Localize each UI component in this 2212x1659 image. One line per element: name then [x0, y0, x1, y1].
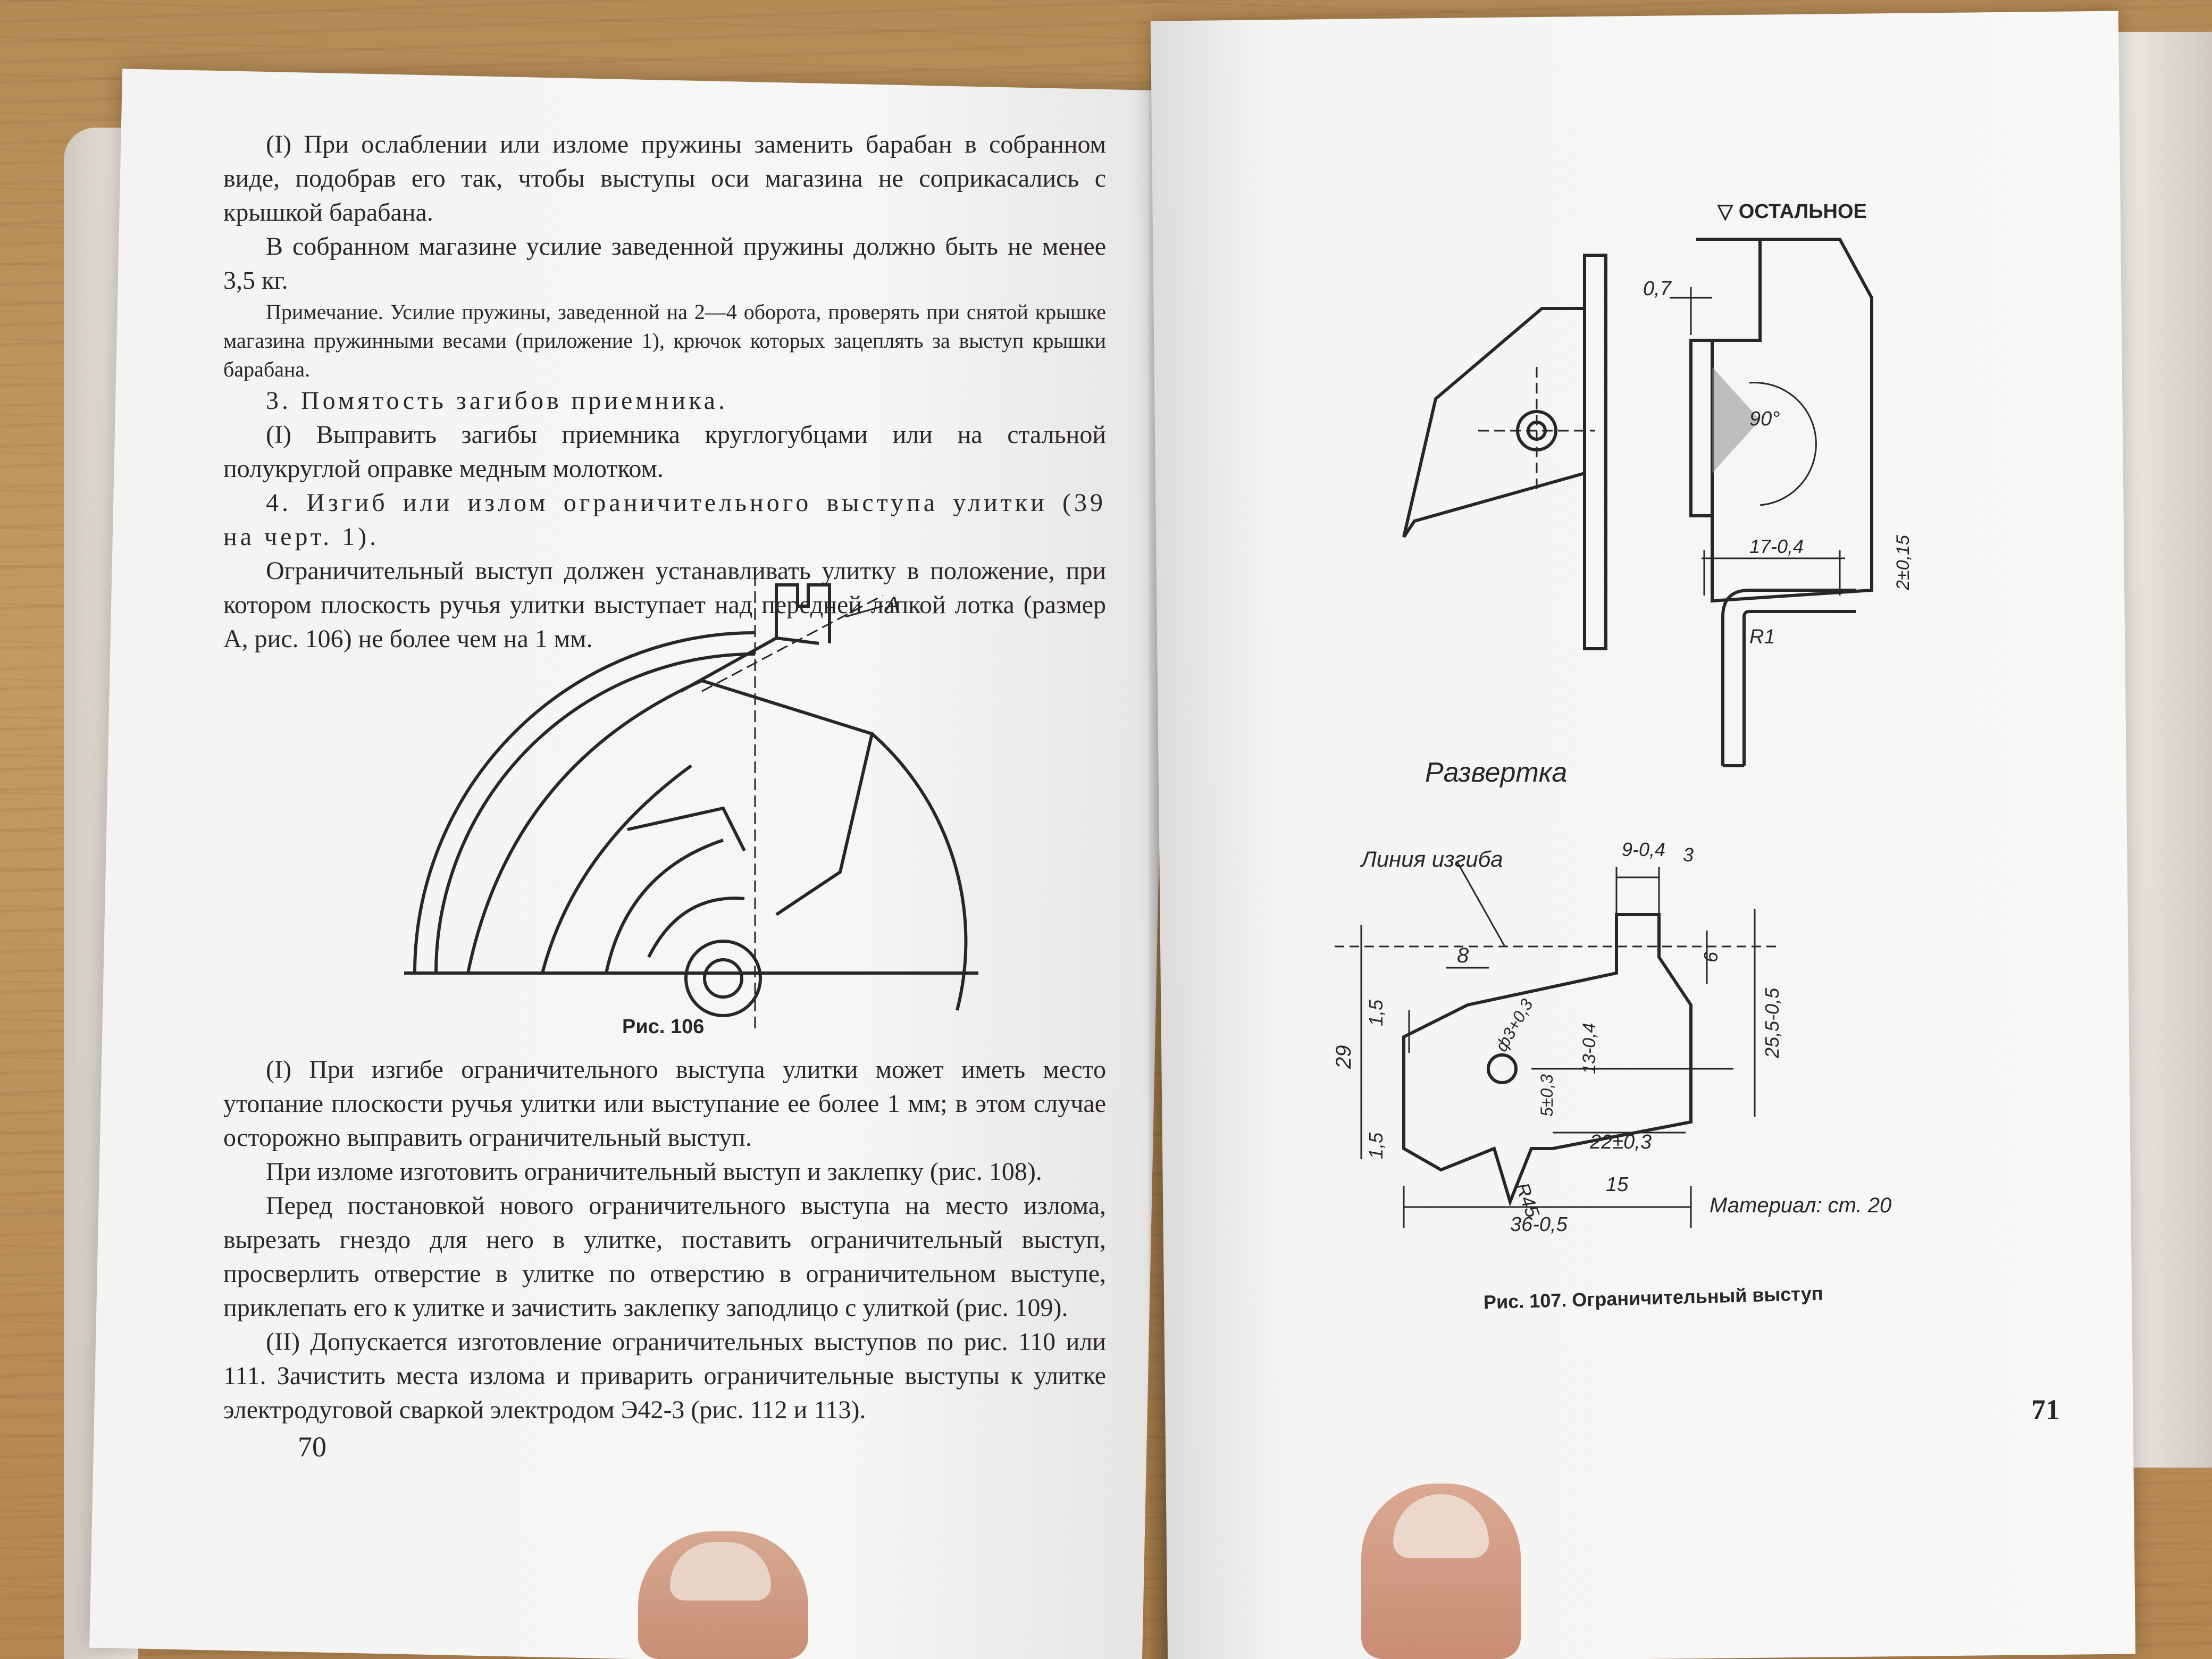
- figure-106-caption: Рис. 106: [622, 1016, 705, 1038]
- dim-36: 36-0,5: [1510, 1213, 1568, 1236]
- paragraph: В собранном магазине усилие заведенной п…: [223, 232, 1106, 295]
- dim-25-5: 25,5-0,5: [1761, 987, 1783, 1059]
- paragraph: (II) Допускается изготовление ограничите…: [223, 1328, 1106, 1424]
- dim-2: 2±0,15: [1893, 535, 1913, 591]
- dim-6: 6: [1700, 951, 1722, 962]
- dim-15: 15: [1606, 1174, 1629, 1196]
- left-thumbnail-nail: [670, 1542, 771, 1601]
- dim-8: 8: [1457, 944, 1469, 967]
- figure-107-drawing: ▽ ОСТАЛЬНОЕ 90° 0,7 17-0,4 2±0,15 R1 Раз…: [1332, 200, 1913, 1236]
- paragraph: Перед постановкой нового ограничительног…: [223, 1192, 1106, 1322]
- dim-1-5-top: 1,5: [1365, 999, 1387, 1026]
- material-label: Материал: ст. 20: [1710, 1194, 1891, 1217]
- paragraph: (I) При ослаблении или изломе пружины за…: [223, 130, 1106, 227]
- dim-1-5-bottom: 1,5: [1365, 1132, 1387, 1159]
- dim-5: 5±0,3: [1537, 1074, 1556, 1117]
- note-paragraph: Примечание. Усилие пружины, заведенной н…: [223, 300, 1106, 381]
- dim-hole: ф3+0,3: [1492, 995, 1537, 1054]
- page-number-right: 71: [2031, 1394, 2060, 1426]
- left-page-text-top: (I) При ослаблении или изломе пружины за…: [223, 128, 1106, 656]
- section-heading: 4. Изгиб или излом ограничительного выст…: [223, 489, 1106, 551]
- section-heading: 3. Помятость загибов приемника.: [266, 387, 728, 415]
- figure-106-label-a: А: [884, 593, 900, 616]
- bend-line-label: Линия изгиба: [1360, 847, 1503, 872]
- dim-13: 13-0,4: [1579, 1023, 1599, 1074]
- dim-29: 29: [1332, 1045, 1355, 1070]
- dim-07: 0,7: [1643, 278, 1672, 300]
- roughness-note: ▽ ОСТАЛЬНОЕ: [1717, 200, 1867, 223]
- paragraph: (I) Выправить загибы приемника круглогуб…: [223, 421, 1106, 483]
- figure-106-drawing: А: [404, 574, 978, 1032]
- dim-22: 22±0,3: [1589, 1131, 1652, 1153]
- dim-r1: R1: [1749, 626, 1775, 648]
- paragraph: Ограничительный выступ должен устанавлив…: [223, 557, 1106, 653]
- paragraph: (I) При изгибе ограничительного выступа …: [223, 1055, 1106, 1152]
- dim-17: 17-0,4: [1749, 535, 1804, 557]
- left-page-text-bottom: (I) При изгибе ограничительного выступа …: [223, 1053, 1106, 1427]
- dim-9: 9-0,4: [1622, 839, 1665, 860]
- dim-3: 3: [1683, 844, 1694, 866]
- page-number-left: 70: [298, 1431, 326, 1463]
- dim-angle: 90°: [1749, 408, 1780, 430]
- paragraph: При изломе изготовить ограничительный вы…: [266, 1158, 1042, 1186]
- razvertka-label: Развертка: [1425, 757, 1567, 788]
